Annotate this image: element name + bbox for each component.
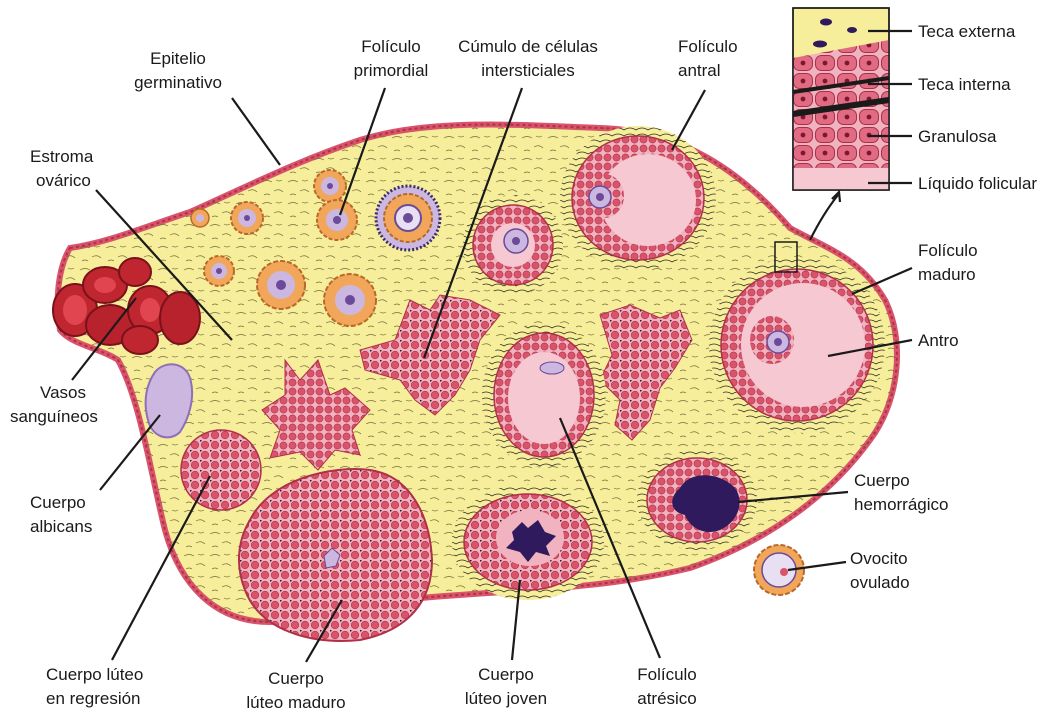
label-line: intersticiales — [481, 61, 575, 80]
label-line: Antro — [918, 331, 959, 350]
label-line: Folículo — [637, 665, 697, 684]
label-line: albicans — [30, 517, 92, 536]
regressing-corpus-luteum — [181, 430, 261, 510]
svg-text:Antro: Antro — [918, 331, 959, 350]
label-line: atrésico — [637, 689, 697, 708]
antral-follicle — [560, 126, 716, 270]
label-line: lúteo joven — [465, 689, 547, 708]
label-line: Cuerpo lúteo — [46, 665, 143, 684]
inset-label-text: Teca interna — [918, 75, 1011, 94]
label-foliculo-antral: Folículo antral — [672, 37, 738, 150]
label-line: hemorrágico — [854, 495, 949, 514]
follicle-small — [191, 209, 209, 227]
label-line: germinativo — [134, 73, 222, 92]
label-ovocito-ovulado: Ovocito ovulado — [788, 549, 910, 592]
atretic-follicle — [482, 323, 606, 467]
inset-label-text: Teca externa — [918, 22, 1016, 41]
label-line: Folículo — [361, 37, 421, 56]
mature-follicle — [709, 257, 885, 433]
label-line: Cuerpo — [478, 665, 534, 684]
label-line: Cuerpo — [30, 493, 86, 512]
follicle-small — [204, 256, 234, 286]
label-line: Estroma — [30, 147, 94, 166]
follicle-small — [231, 202, 263, 234]
label-foliculo-maduro: Folículo maduro — [852, 241, 978, 294]
follicle-primary — [257, 261, 305, 309]
inset-label-teca-externa: Teca externa — [868, 22, 1016, 41]
label-line: Cuerpo — [854, 471, 910, 490]
young-corpus-luteum — [452, 484, 604, 600]
label-line: en regresión — [46, 689, 141, 708]
label-line: primordial — [354, 61, 429, 80]
label-epitelio-germinativo: Epitelio germinativo — [134, 49, 280, 165]
ovulated-oocyte — [754, 545, 804, 595]
label-line: Epitelio — [150, 49, 206, 68]
label-line: Cúmulo de células — [458, 37, 598, 56]
inset-label-liquido-folicular: Líquido folicular — [868, 174, 1037, 193]
label-line: Cuerpo — [268, 669, 324, 688]
label-line: ovulado — [850, 573, 910, 592]
label-line: Folículo — [678, 37, 738, 56]
corpus-hemorrhagicum — [637, 450, 757, 550]
label-line: Folículo — [918, 241, 978, 260]
follicle-primary — [324, 274, 376, 326]
inset-label-text: Líquido folicular — [918, 174, 1037, 193]
label-line: antral — [678, 61, 721, 80]
label-line: Ovocito — [850, 549, 908, 568]
follicle-wall-inset — [793, 8, 889, 190]
inset-arrow — [810, 195, 838, 240]
label-line: Vasos — [40, 383, 86, 402]
follicle-small — [314, 170, 346, 202]
follicle-secondary — [376, 186, 440, 250]
label-line: maduro — [918, 265, 976, 284]
inset-label-text: Granulosa — [918, 127, 997, 146]
label-line: ovárico — [36, 171, 91, 190]
label-line: lúteo maduro — [246, 693, 345, 712]
label-line: sanguíneos — [10, 407, 98, 426]
follicle-small — [317, 200, 357, 240]
